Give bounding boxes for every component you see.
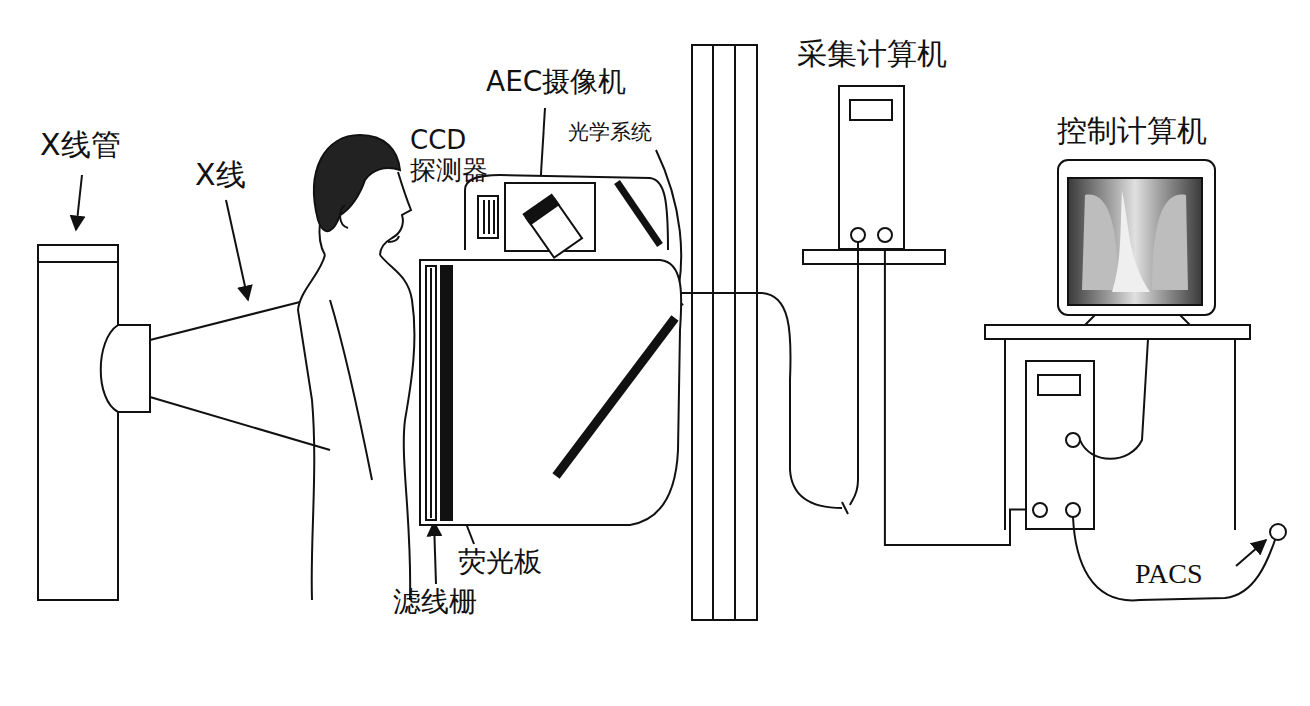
node-heading: 控制计算机 xyxy=(1057,114,1207,147)
part-label: PACS xyxy=(1135,558,1202,590)
computer-tower: 控制计算机 xyxy=(1025,360,1095,530)
part-label: X线管 xyxy=(40,128,121,163)
node-heading: 采集计算机 xyxy=(797,37,947,70)
cable xyxy=(885,250,1025,545)
computer-tower: 采集计算机 xyxy=(838,85,905,250)
part-label: 光学系统 xyxy=(568,120,652,144)
part-label: AEC摄像机 xyxy=(486,66,626,98)
part-label: X线 xyxy=(195,158,246,193)
part-label: 荧光板 xyxy=(458,546,542,578)
part-label: 滤线栅 xyxy=(393,586,477,618)
part-label: CCD 探测器 xyxy=(410,126,496,186)
